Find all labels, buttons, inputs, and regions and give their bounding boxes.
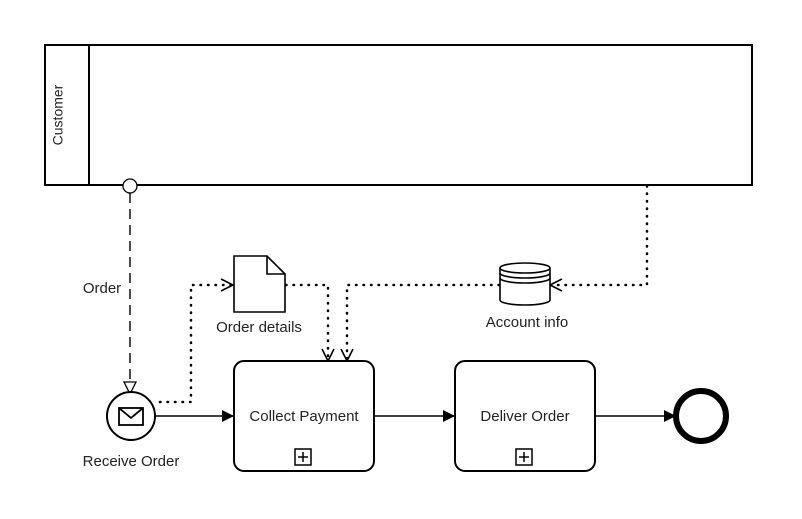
data-store-account-info[interactable] — [499, 262, 551, 306]
task-collect-payment[interactable]: Collect Payment — [233, 360, 375, 472]
start-event-label: Receive Order — [83, 453, 180, 470]
envelope-icon — [118, 407, 144, 426]
start-event-receive-order[interactable] — [106, 391, 156, 441]
document-icon — [233, 255, 286, 313]
task-label: Collect Payment — [249, 408, 359, 425]
data-association-order-details-to-task[interactable] — [284, 283, 328, 363]
data-object-label: Order details — [216, 319, 302, 336]
subprocess-plus-icon[interactable] — [294, 448, 312, 466]
message-flow-order[interactable] — [122, 178, 138, 394]
database-icon — [499, 262, 551, 306]
data-association-pool-to-account-info[interactable] — [548, 184, 649, 285]
data-association-to-order-details[interactable] — [158, 285, 235, 404]
subprocess-plus-icon[interactable] — [515, 448, 533, 466]
task-label: Deliver Order — [480, 408, 569, 425]
data-object-order-details[interactable] — [233, 255, 286, 313]
pool-label: Customer — [50, 84, 66, 145]
customer-pool[interactable]: Customer — [44, 44, 753, 186]
end-event[interactable] — [673, 388, 729, 444]
task-deliver-order[interactable]: Deliver Order — [454, 360, 596, 472]
data-store-label: Account info — [486, 314, 569, 331]
data-association-account-info-to-task[interactable] — [347, 283, 501, 363]
message-flow-label: Order — [83, 280, 121, 297]
